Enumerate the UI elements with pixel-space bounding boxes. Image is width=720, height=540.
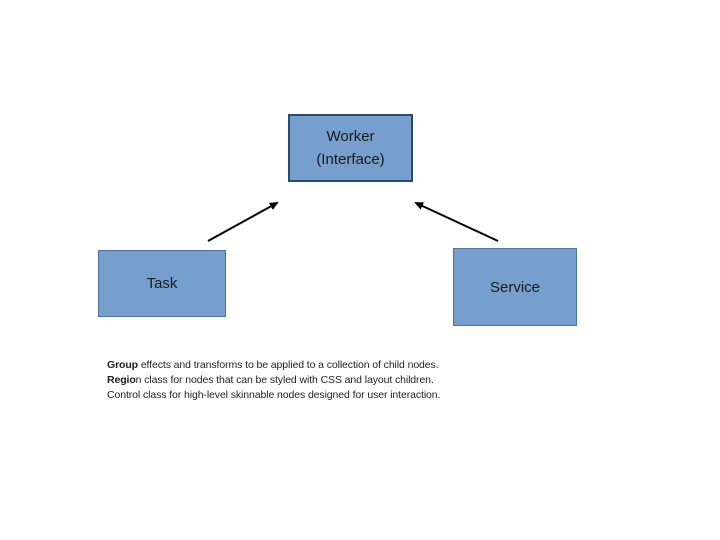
worker-interface-node: Worker (Interface) bbox=[288, 114, 413, 182]
note-line-group: Group effects and transforms to be appli… bbox=[107, 358, 527, 373]
worker-node-label-line1: Worker bbox=[326, 128, 375, 145]
arrow-service-to-worker bbox=[414, 202, 499, 242]
service-node: Service bbox=[453, 248, 577, 326]
note-line-control-rest: Control class for high-level skinnable n… bbox=[107, 389, 441, 401]
note-line-control: Control class for high-level skinnable n… bbox=[107, 388, 527, 403]
worker-node-label-line2: (Interface) bbox=[316, 151, 385, 168]
service-node-label: Service bbox=[489, 278, 541, 296]
task-node-label: Task bbox=[146, 275, 178, 292]
note-line-region-rest: n class for nodes that can be styled wit… bbox=[135, 374, 434, 386]
note-line-region-bold: Regio bbox=[107, 374, 136, 386]
arrow-task-to-worker bbox=[207, 202, 279, 242]
note-line-region: Region class for nodes that can be style… bbox=[107, 373, 527, 388]
description-text: Group effects and transforms to be appli… bbox=[107, 358, 527, 403]
note-line-group-bold: Group bbox=[107, 359, 138, 371]
note-line-group-rest: effects and transforms to be applied to … bbox=[138, 359, 439, 371]
task-node: Task bbox=[98, 250, 226, 317]
